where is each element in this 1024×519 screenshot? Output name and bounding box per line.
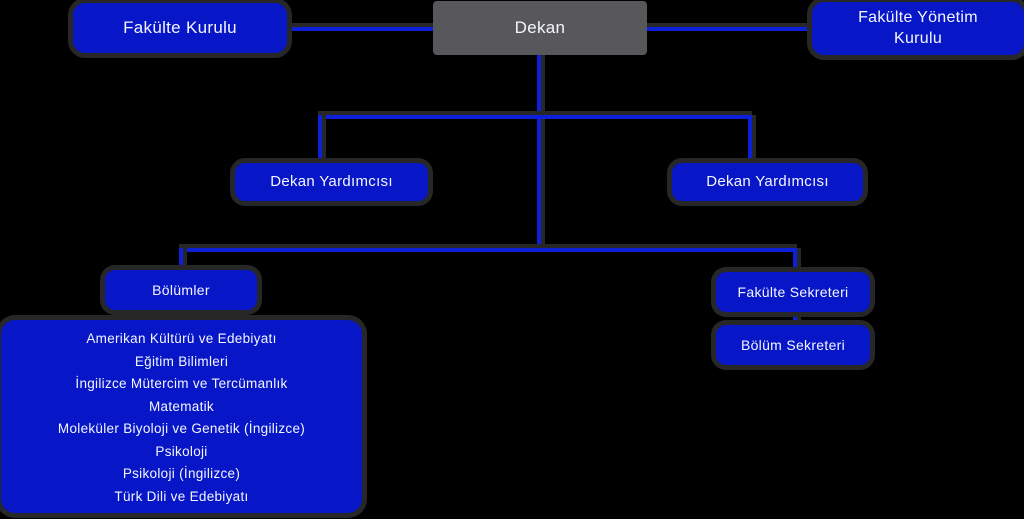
connector-bolumler-departments [179, 308, 183, 324]
department-item: Matematik [149, 398, 214, 414]
connector-drop-bolumler [179, 248, 183, 272]
department-item: İngilizce Mütercim ve Tercümanlık [75, 376, 288, 392]
node-dekan-yardimcisi-right: Dekan Yardımcısı [672, 163, 863, 201]
department-item: Psikoloji (İngilizce) [122, 466, 241, 482]
connector-level3-crossbar [179, 248, 797, 252]
connector-dekan-fakulte-yonetim-kurulu [647, 27, 812, 31]
department-item: Eğitim Bilimleri [134, 353, 229, 369]
connector-drop-fakulte-sekreteri [793, 248, 797, 274]
connector-fakulte-sekreteri-bolum-sekreteri [793, 310, 797, 327]
node-fakulte-sekreteri: Fakülte Sekreteri [716, 272, 870, 312]
connector-fakulte-kurulu-dekan [287, 27, 433, 31]
node-bolumler: Bölümler [105, 270, 257, 310]
department-item: Psikoloji [155, 443, 208, 459]
connector-drop-deputy-left [318, 115, 322, 163]
node-fakulte-yonetim-kurulu: Fakülte Yönetim Kurulu [812, 2, 1024, 55]
node-dekan-yardimcisi-left: Dekan Yardımcısı [235, 163, 428, 201]
department-item: Moleküler Biyoloji ve Genetik (İngilizce… [57, 421, 306, 437]
department-item: Türk Dili ve Edebiyatı [114, 488, 249, 504]
node-fakulte-kurulu: Fakülte Kurulu [73, 3, 287, 53]
node-dekan: Dekan [433, 1, 647, 55]
node-bolum-sekreteri: Bölüm Sekreteri [716, 325, 870, 365]
connector-deputies-crossbar [318, 115, 752, 119]
connector-dekan-trunk [537, 54, 541, 252]
connector-drop-deputy-right [748, 115, 752, 163]
department-item: Amerikan Kültürü ve Edebiyatı [86, 331, 277, 346]
